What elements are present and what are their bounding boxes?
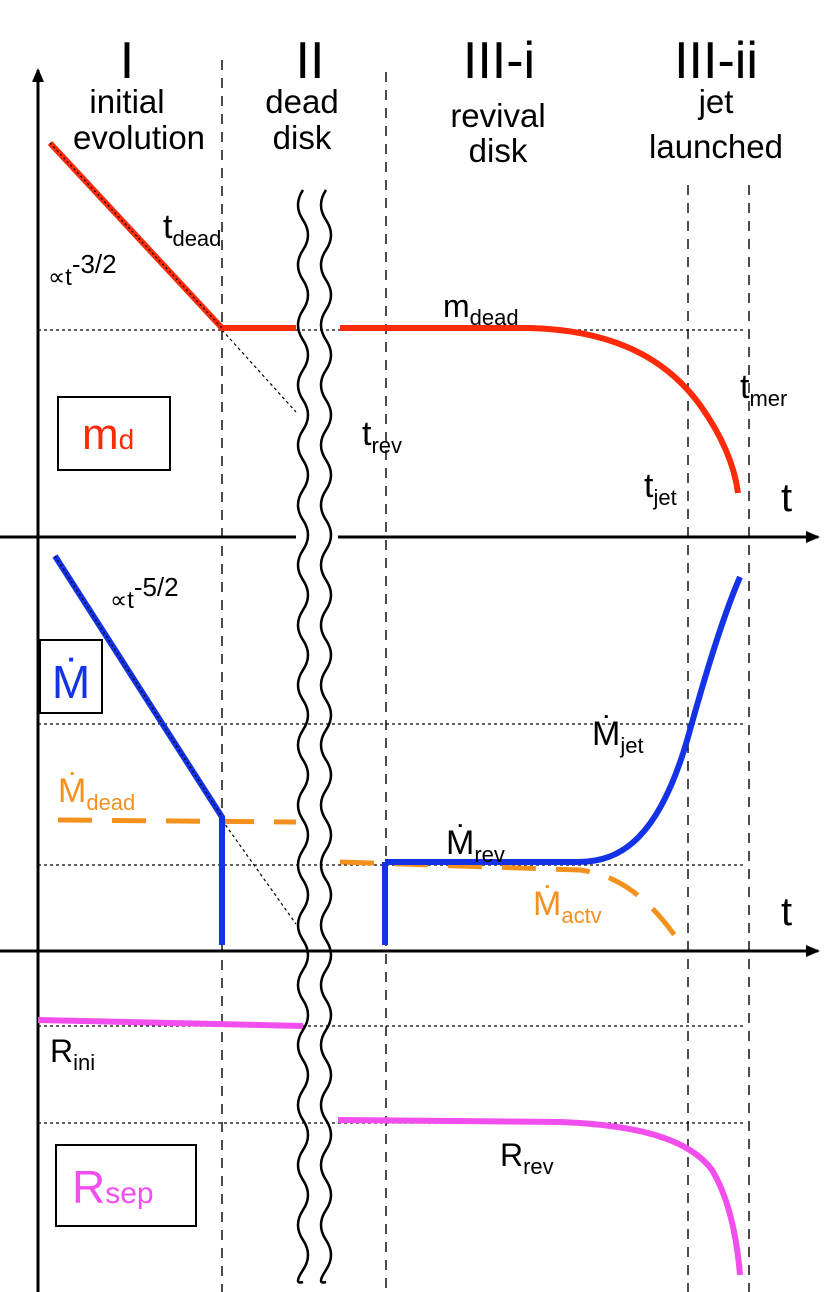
rsep-annotations: Rini Rrev [50, 1033, 554, 1179]
t-dead-label: tdead [163, 208, 221, 251]
t-axis-label-upper: t [781, 476, 792, 520]
mdot-power-law: ∝t-5/2 [110, 572, 179, 614]
mdot-curve [52, 554, 743, 945]
mdot-rev-label: Ṁrev [446, 824, 505, 867]
phase-3ii-desc-line1: jet [698, 83, 734, 120]
m-dead-label: mdead [443, 288, 519, 330]
mdot-actv-label: Ṁactv [533, 885, 602, 928]
rsep-curve [37, 1017, 743, 1276]
phase-2-desc-line2: disk [273, 119, 332, 156]
mdot-dead-curve [57, 817, 681, 942]
mdot-panel-label: Ṁ [39, 639, 103, 714]
phase-3i-number: III-i [463, 32, 535, 90]
r-ini-label: Rini [50, 1033, 95, 1075]
md-label-box [57, 396, 171, 471]
phase-headers: I initial evolution II dead disk III-i r… [73, 32, 783, 169]
rsep-label: Rsep [72, 1161, 154, 1213]
mdot-curve-dotted-overlay [54, 555, 223, 818]
extrapolation-mdot [221, 819, 297, 925]
phase-1-number: I [120, 32, 134, 90]
mdot-label-box [39, 639, 103, 714]
break-wave-left [296, 189, 310, 1284]
r-rev-label: Rrev [500, 1137, 554, 1179]
extrapolation-md [221, 329, 297, 413]
md-panel-label: md [57, 396, 171, 471]
t-jet-label: tjet [644, 467, 677, 510]
axis-break [296, 189, 333, 1284]
reference-lines [38, 329, 745, 1124]
rsep-label-box [55, 1144, 197, 1227]
phase-1-desc-line2: evolution [73, 119, 205, 156]
md-label: md [82, 410, 134, 459]
md-curve-dotted-overlay [49, 142, 223, 329]
md-annotations: ∝t-3/2 tdead mdead trev tjet tmer t [48, 208, 792, 520]
phase-2-number: II [296, 32, 325, 90]
phase-2-desc-line1: dead [265, 83, 338, 120]
phase-3ii-desc-line2: launched [649, 128, 783, 165]
t-axis-label-lower: t [781, 890, 792, 934]
curves [37, 140, 743, 1276]
md-curve [47, 140, 741, 494]
phase-3i-desc-line2: disk [469, 132, 528, 169]
axes [0, 68, 820, 1292]
phase-3i-desc-line1: revival [450, 97, 545, 134]
mdot-label: Ṁ [52, 656, 90, 708]
md-power-law: ∝t-3/2 [48, 249, 117, 291]
t-mer-label: tmer [740, 368, 787, 411]
mdot-annotations: ∝t-5/2 Ṁdead Ṁrev Ṁjet Ṁactv t [58, 572, 792, 934]
t-rev-label: trev [362, 415, 402, 458]
phase-separators [221, 60, 750, 1292]
rsep-panel-label: Rsep [55, 1144, 197, 1227]
break-wave-right [319, 189, 333, 1284]
phase-1-desc-line1: initial [89, 83, 164, 120]
mdot-jet-label: Ṁjet [592, 715, 644, 758]
phase-3ii-number: III-ii [674, 32, 758, 90]
mdot-dead-label: Ṁdead [58, 772, 135, 815]
